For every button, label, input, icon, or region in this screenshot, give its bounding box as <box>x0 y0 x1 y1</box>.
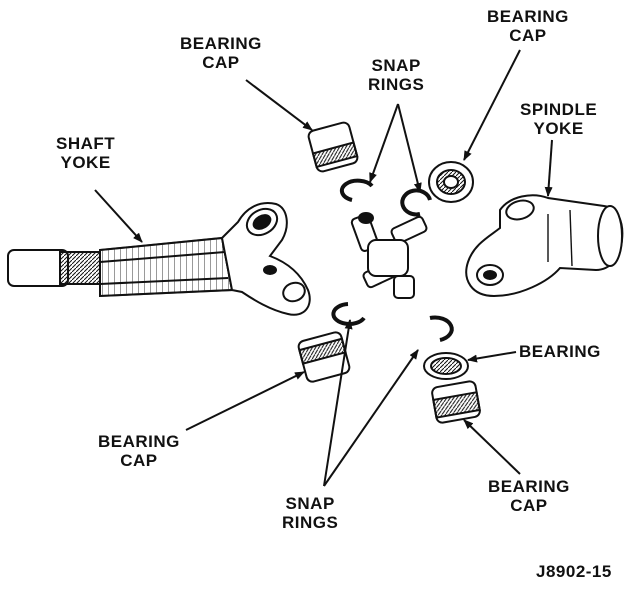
figure-number: J8902-15 <box>536 562 612 581</box>
label-bearing-cap-top-left: BEARING CAP <box>180 34 262 72</box>
label-bearing-cap-bottom-left: BEARING CAP <box>98 432 180 470</box>
shaft-yoke <box>220 202 311 316</box>
snap-ring-lower-right <box>429 315 454 342</box>
leader-spindle-yoke <box>544 139 553 197</box>
bearing-cap-lower-left <box>297 331 351 383</box>
leader-bearing-cap-bottom-left <box>185 371 305 431</box>
cross-spider <box>350 212 428 299</box>
label-spindle-yoke: SPINDLE YOKE <box>520 100 598 138</box>
shaft <box>7 236 234 298</box>
bearing-cap-lower-right <box>431 380 481 424</box>
leader-bearing <box>467 351 517 363</box>
leader-bearing-cap-top-right <box>463 49 521 161</box>
spindle-yoke <box>465 194 624 298</box>
label-shaft-yoke: SHAFT YOKE <box>56 134 116 172</box>
label-bearing-cap-bottom-right: BEARING CAP <box>488 477 570 515</box>
snap-ring-lower-left <box>331 302 366 326</box>
bearing-lower-right <box>423 352 469 380</box>
leader-snap-rings-bottom-1 <box>323 319 353 487</box>
snap-ring-upper-right <box>400 188 432 217</box>
leader-shaft-yoke <box>94 189 143 243</box>
label-snap-rings-top: SNAP RINGS <box>368 56 425 94</box>
leader-snap-rings-top-2 <box>397 103 422 193</box>
label-bearing-cap-top-right: BEARING CAP <box>487 7 569 45</box>
leader-snap-rings-bottom-2 <box>323 349 419 487</box>
leader-bearing-cap-top-left <box>245 79 313 131</box>
bearing-cap-upper-left <box>307 121 359 173</box>
label-bearing: BEARING <box>519 342 601 361</box>
snap-rings <box>331 178 454 342</box>
snap-ring-upper-left <box>339 178 374 202</box>
leader-snap-rings-top-1 <box>369 103 399 183</box>
leader-bearing-cap-bottom-right <box>463 419 521 475</box>
bearing-cap-upper-right <box>428 161 474 203</box>
leader-lines <box>94 49 553 487</box>
label-snap-rings-bottom: SNAP RINGS <box>282 494 339 532</box>
